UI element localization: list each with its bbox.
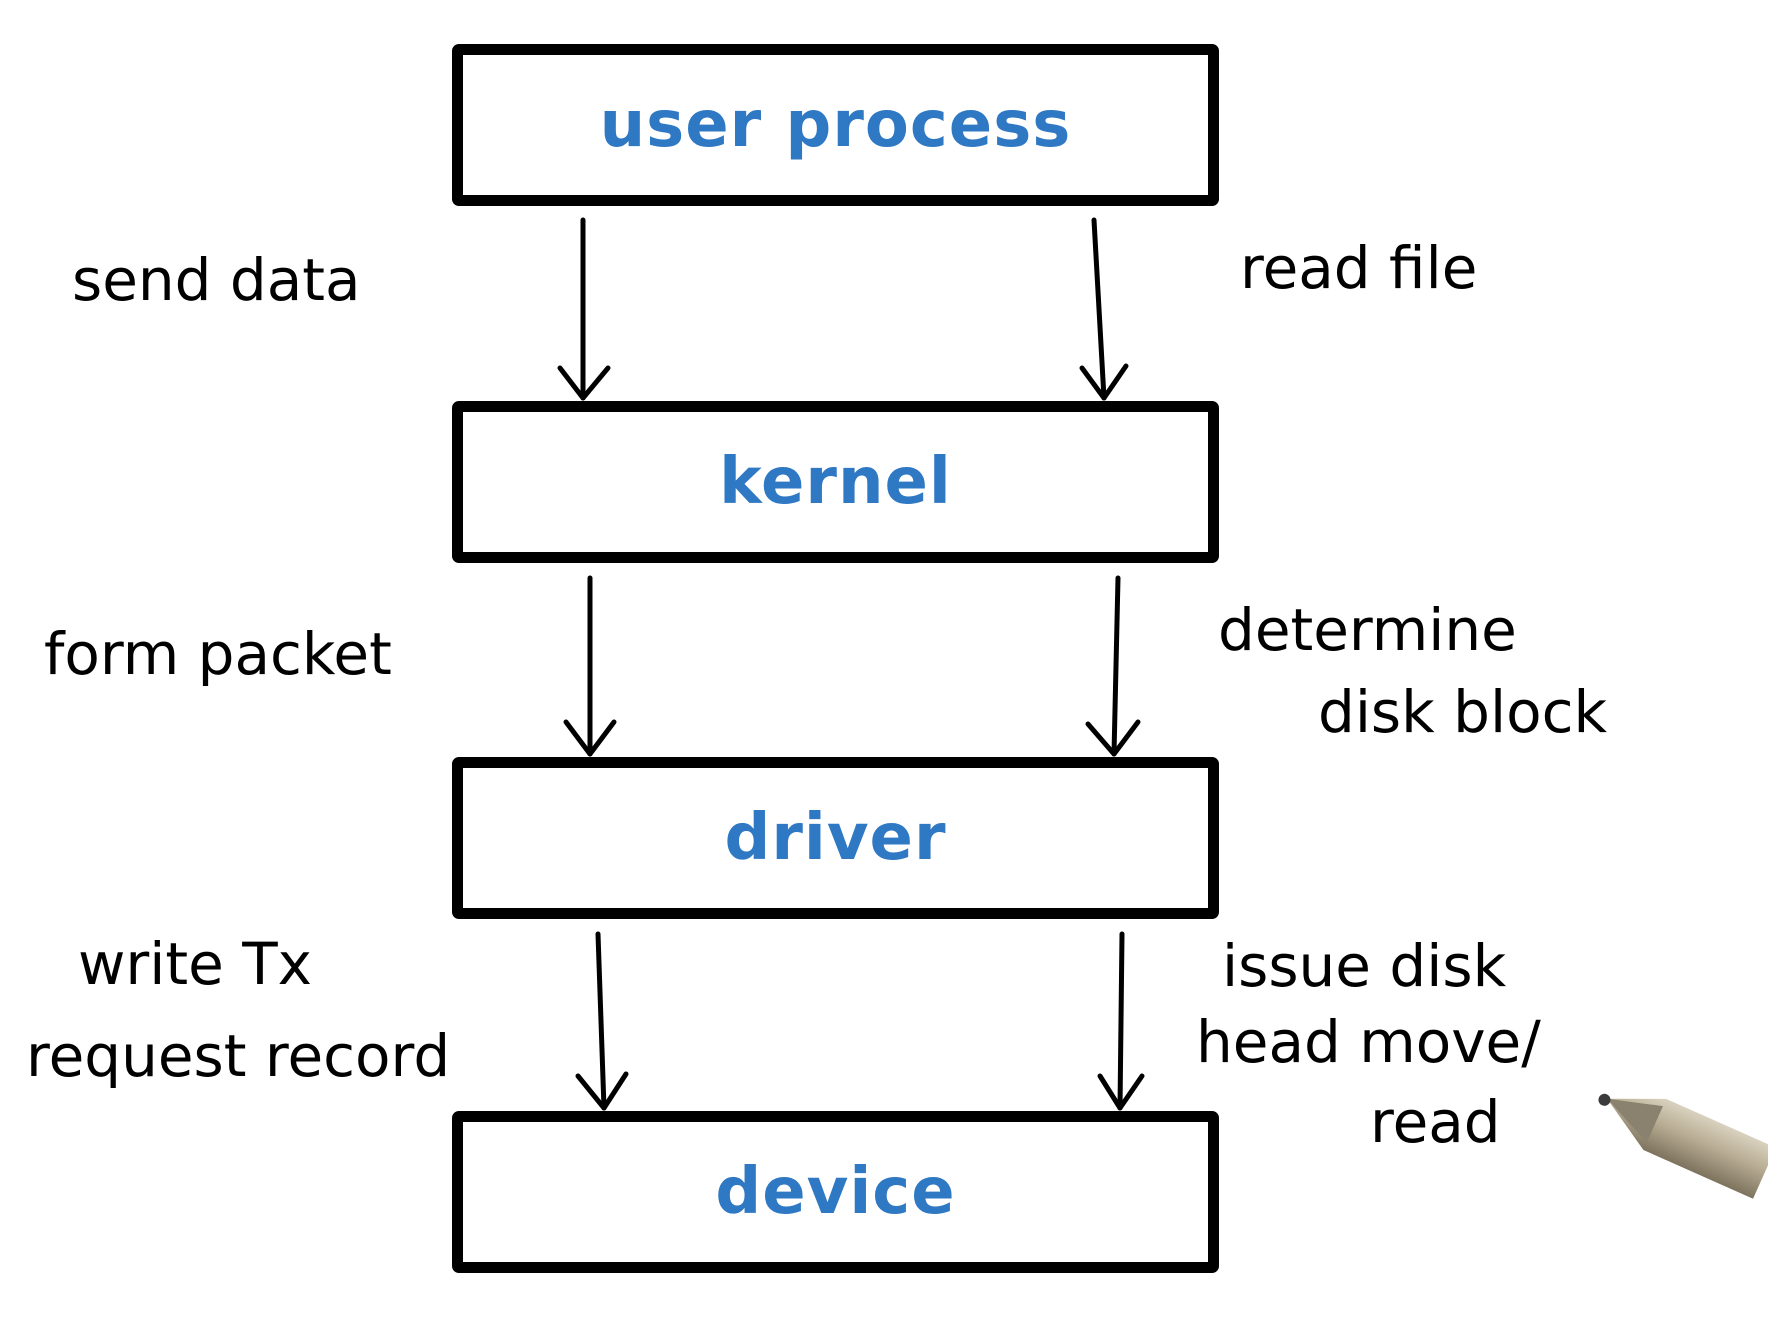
arrow-form-packet (563, 575, 617, 757)
arrow-send-data (557, 217, 611, 401)
user-process-box: user process (452, 44, 1219, 206)
note-read: read (1370, 1088, 1501, 1156)
arrow-read-file (1079, 217, 1129, 401)
kernel-label: kernel (719, 445, 952, 519)
note-determine: determine (1218, 596, 1517, 664)
driver-box: driver (452, 757, 1219, 919)
note-write-tx: write Tx (78, 930, 313, 998)
note-head-move: head move/ (1196, 1008, 1541, 1076)
kernel-box: kernel (452, 401, 1219, 563)
arrow-issue-disk-read (1097, 931, 1145, 1111)
note-read-file: read file (1240, 234, 1478, 302)
note-issue-disk: issue disk (1222, 932, 1507, 1000)
note-form-packet: form packet (44, 620, 392, 688)
arrow-write-tx (575, 931, 629, 1111)
note-disk-block: disk block (1318, 678, 1608, 746)
user-process-label: user process (599, 88, 1072, 162)
device-label: device (715, 1155, 956, 1229)
note-send-data: send data (72, 246, 361, 314)
driver-label: driver (724, 801, 947, 875)
device-box: device (452, 1111, 1219, 1273)
note-request-record: request record (26, 1022, 451, 1090)
arrow-determine-disk-block (1085, 575, 1141, 757)
